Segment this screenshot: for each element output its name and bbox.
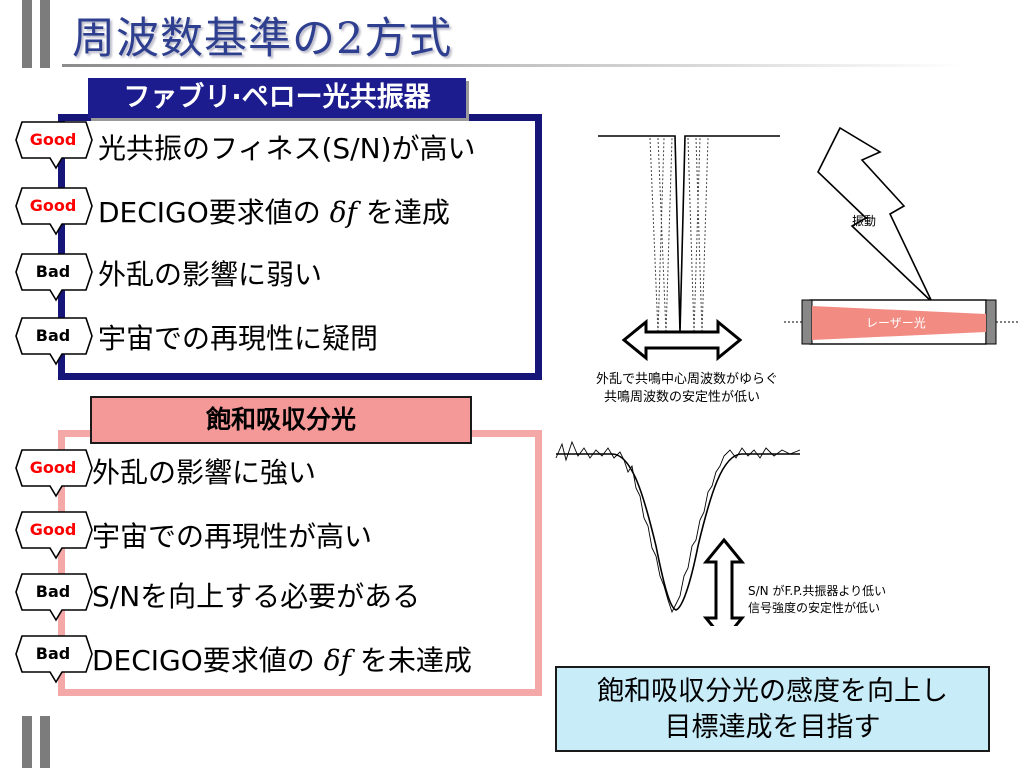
laser-cavity-diagram (784, 299, 1020, 345)
good-badge: Good (14, 448, 94, 498)
good-badge: Good (14, 510, 94, 560)
bad-badge: Bad (14, 634, 94, 684)
conclusion-line-1: 飽和吸収分光の感度を向上し (597, 676, 948, 707)
badge-label: Bad (35, 326, 71, 345)
conclusion-line-2: 目標達成を目指す (664, 712, 881, 743)
fitted-absorption-curve (556, 453, 800, 611)
fp-caption-line-1: 外乱で共鳴中心周波数がゆらぐ (596, 372, 779, 387)
fp-item-1: 光共振のフィネス(S/N)が高い (98, 132, 476, 165)
delta-f-symbol: δf (329, 196, 357, 229)
fp-caption-line-2: 共鳴周波数の安定性が低い (604, 390, 761, 405)
sa-item-1: 外乱の影響に強い (92, 456, 317, 489)
fp-item-3: 外乱の影響に弱い (98, 258, 323, 291)
fp-item-2-text-before: DECIGO要求値の (98, 196, 330, 229)
footer-accent-bar-1 (22, 716, 32, 768)
badge-label: Bad (35, 582, 71, 601)
badge-label: Good (29, 196, 77, 215)
good-badge: Good (14, 120, 94, 170)
badge-label: Good (29, 458, 77, 477)
badge-label: Bad (35, 262, 71, 281)
sa-item-2: 宇宙での再現性が高い (92, 520, 373, 553)
sa-item-3: S/Nを向上する必要がある (92, 580, 421, 613)
fluctuating-resonance-curves (649, 137, 709, 334)
double-arrow-icon (621, 318, 743, 362)
sa-item-4-text-after: を未達成 (350, 644, 472, 677)
badge-label: Good (29, 130, 77, 149)
vibration-label: 振動 (852, 214, 877, 228)
noisy-signal-curve (555, 440, 801, 614)
title-accent-bar-1 (22, 0, 32, 68)
sa-absorption-diagram (555, 440, 801, 626)
page-title: 周波数基準の2方式 (72, 14, 453, 64)
vibration-lightning-icon (817, 126, 933, 303)
badge-label: Bad (35, 644, 71, 663)
delta-f-symbol: δf (323, 644, 351, 677)
fp-item-2: DECIGO要求値の δf を達成 (98, 196, 450, 230)
bad-badge: Bad (14, 252, 94, 302)
fp-item-2-text-after: を達成 (356, 196, 450, 229)
fp-item-4: 宇宙での再現性に疑問 (98, 322, 379, 355)
resonance-dip-curve (598, 135, 780, 334)
badge-label: Good (29, 520, 77, 539)
sa-item-4: DECIGO要求値の δf を未達成 (92, 644, 472, 678)
title-underline (62, 64, 962, 67)
laser-label: レーザー光 (866, 316, 926, 330)
bad-badge: Bad (14, 316, 94, 366)
title-accent-bar-2 (40, 0, 50, 68)
good-badge: Good (14, 186, 94, 236)
sa-caption-line-1: S/N がF.P.共振器より低い (748, 584, 887, 598)
fabry-perot-header: ファブリ·ペロー光共振器 (88, 78, 466, 118)
conclusion-box: 飽和吸収分光の感度を向上し 目標達成を目指す (555, 666, 990, 752)
fp-resonance-diagram (598, 135, 780, 362)
sa-item-4-text-before: DECIGO要求値の (92, 644, 324, 677)
bad-badge: Bad (14, 572, 94, 622)
footer-accent-bar-2 (40, 716, 50, 768)
sa-caption-line-2: 信号強度の安定性が低い (748, 601, 881, 615)
vertical-double-arrow-icon (702, 537, 746, 626)
saturated-absorption-header: 飽和吸収分光 (90, 396, 472, 444)
